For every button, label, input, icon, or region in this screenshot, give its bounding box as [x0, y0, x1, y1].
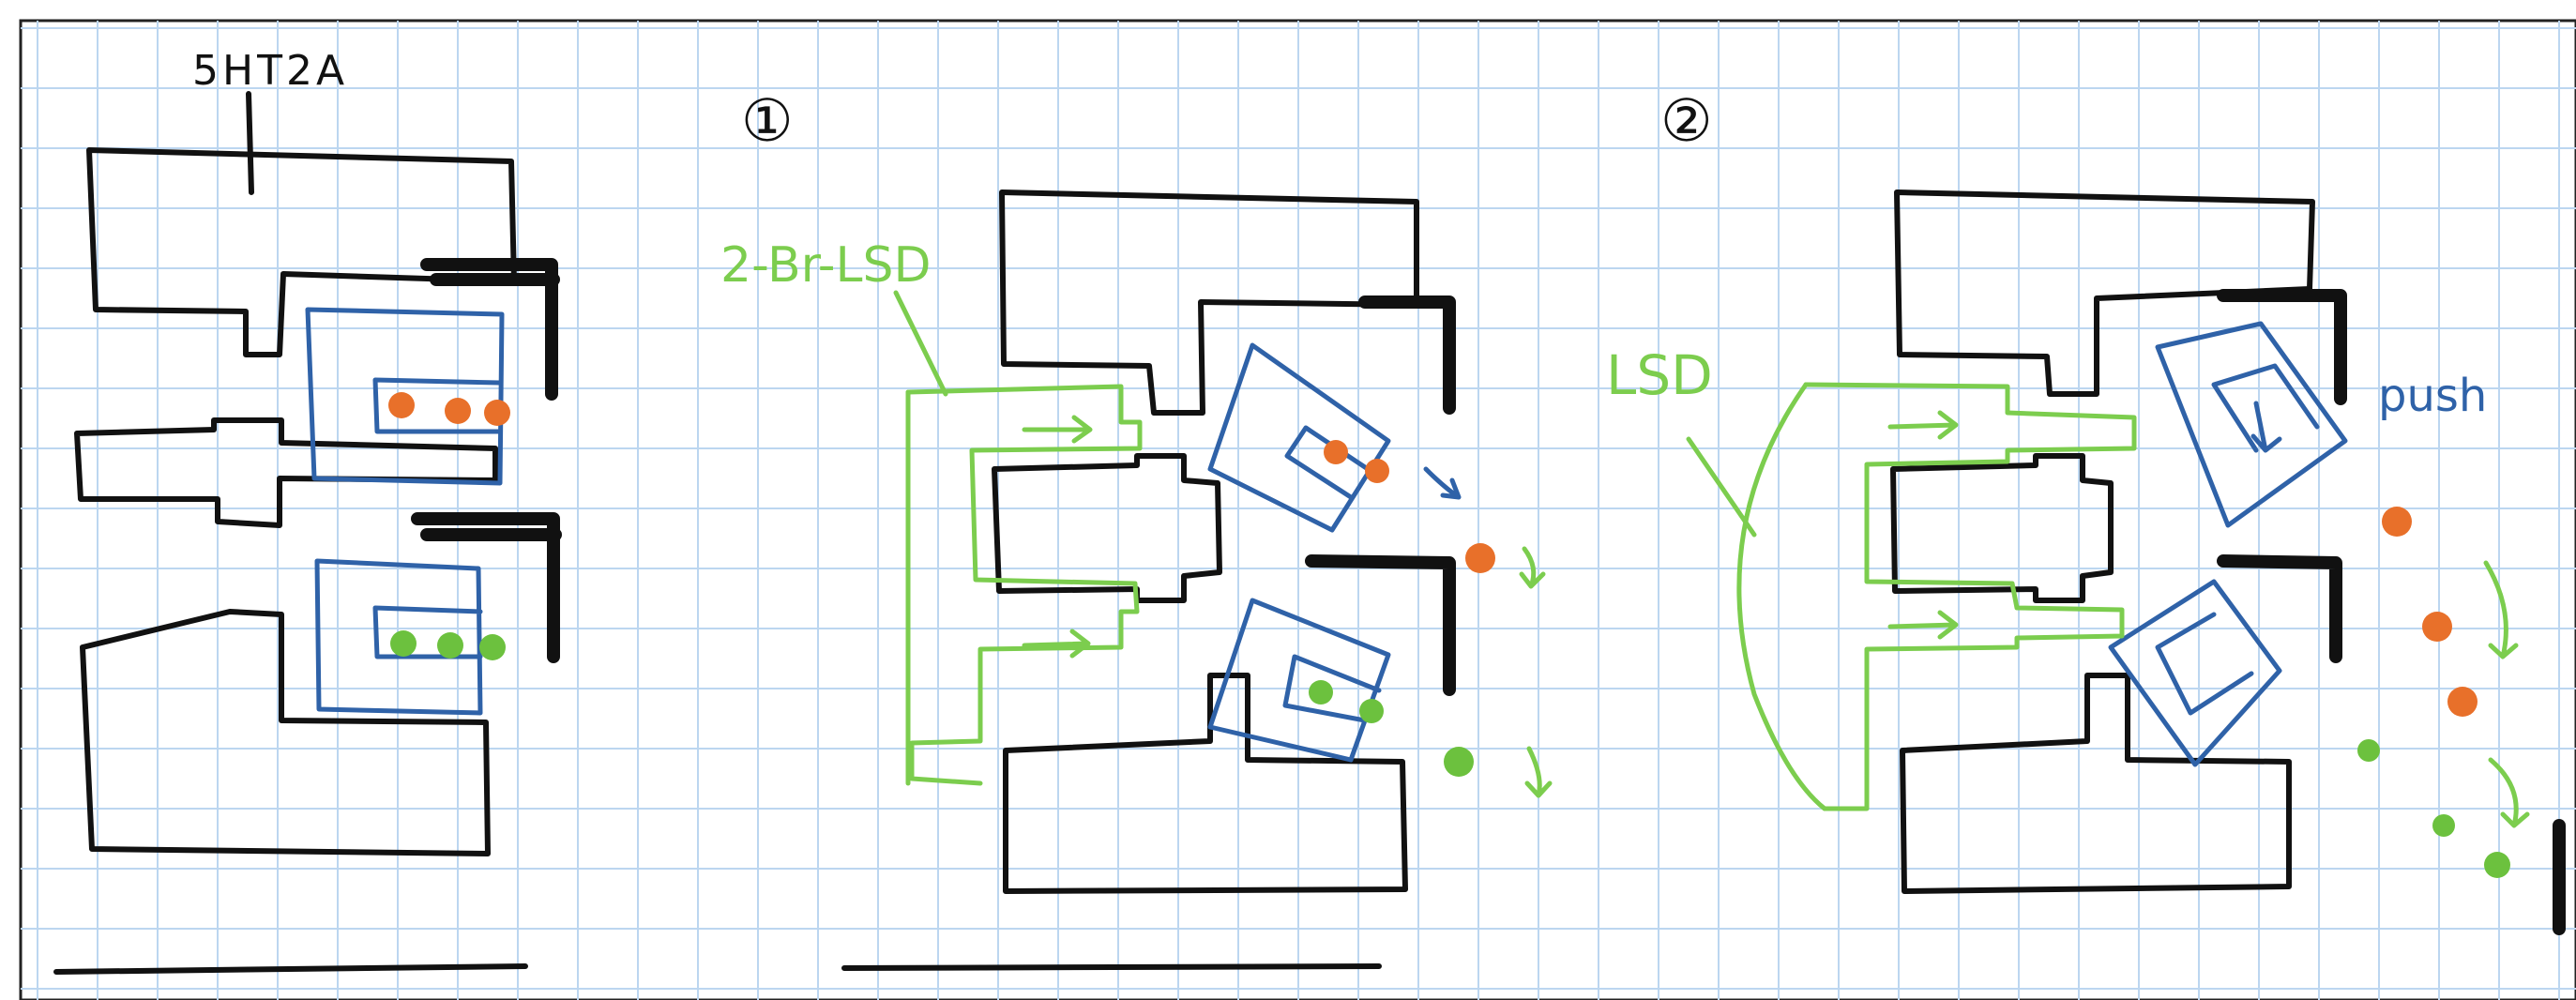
orange-dot: [484, 400, 510, 426]
orange-dot: [1365, 459, 1389, 483]
orange-dot: [445, 398, 471, 424]
orange-dot: [2447, 687, 2478, 717]
receptor-label-pointer: [249, 94, 251, 192]
green-dot: [479, 634, 506, 660]
green-dot: [437, 632, 463, 659]
orange-dot: [1465, 543, 1495, 573]
orange-dot: [1324, 440, 1348, 464]
receptor-label: 5HT2A: [192, 47, 348, 95]
green-dot: [390, 630, 417, 657]
green-dot: [1309, 680, 1333, 705]
green-dot: [2357, 739, 2380, 762]
ligand-two-label: LSD: [1606, 343, 1713, 407]
orange-dot: [2382, 507, 2412, 537]
orange-dot: [2422, 612, 2452, 642]
ligand-one-label: 2-Br-LSD: [720, 237, 932, 294]
step-two-marker: ②: [1660, 86, 1713, 155]
step-one-marker: ①: [741, 86, 794, 155]
green-dot: [1444, 747, 1474, 777]
push-label: push: [2378, 370, 2487, 422]
green-dot: [2432, 814, 2455, 837]
green-dot: [2484, 852, 2510, 878]
orange-dot: [388, 392, 415, 418]
green-dot: [1359, 699, 1384, 723]
